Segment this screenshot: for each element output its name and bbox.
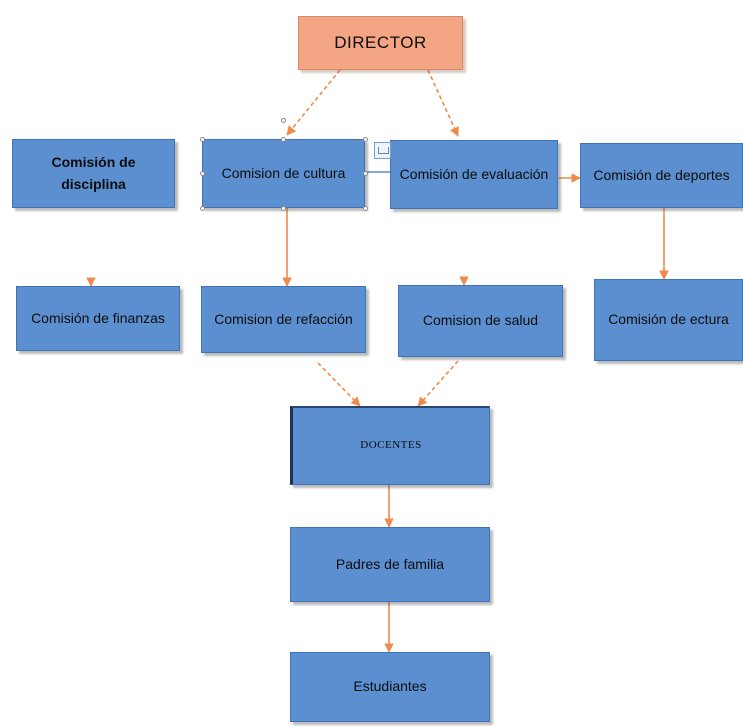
docentes-box[interactable]: DOCENTES [290, 406, 490, 485]
comision-deportes-box[interactable]: Comisión de deportes [580, 143, 743, 208]
comision-disciplina-box[interactable]: Comisión de disciplina [12, 139, 175, 208]
resize-handle[interactable] [363, 137, 368, 142]
comision-refaccion-box[interactable]: Comision de refacción [201, 286, 366, 353]
padres-familia-box[interactable]: Padres de familia [290, 527, 490, 602]
connector-refaccion-docentes [317, 362, 361, 407]
connector-director-cultura [286, 69, 341, 136]
estudiantes-box[interactable]: Estudiantes [290, 652, 490, 722]
connector-salud-docentes [417, 360, 459, 407]
resize-handle[interactable] [281, 206, 286, 211]
resize-handle[interactable] [363, 206, 368, 211]
comision-finanzas-box[interactable]: Comisión de finanzas [16, 286, 180, 351]
comision-lectura-box[interactable]: Comisión de ectura [594, 279, 743, 361]
layout-options-icon[interactable] [374, 142, 391, 159]
resize-handle[interactable] [281, 137, 286, 142]
comision-cultura-box[interactable]: Comision de cultura [202, 139, 365, 208]
resize-handle[interactable] [200, 171, 205, 176]
comision-salud-box[interactable]: Comision de salud [398, 285, 563, 357]
comision-evaluacion-box[interactable]: Comisión de evaluación [390, 140, 558, 209]
connector-director-evaluacion [427, 69, 459, 137]
rotate-handle-icon[interactable] [281, 118, 286, 123]
resize-handle[interactable] [200, 206, 205, 211]
director-box[interactable]: DIRECTOR [298, 16, 463, 70]
resize-handle[interactable] [363, 171, 368, 176]
resize-handle[interactable] [200, 137, 205, 142]
